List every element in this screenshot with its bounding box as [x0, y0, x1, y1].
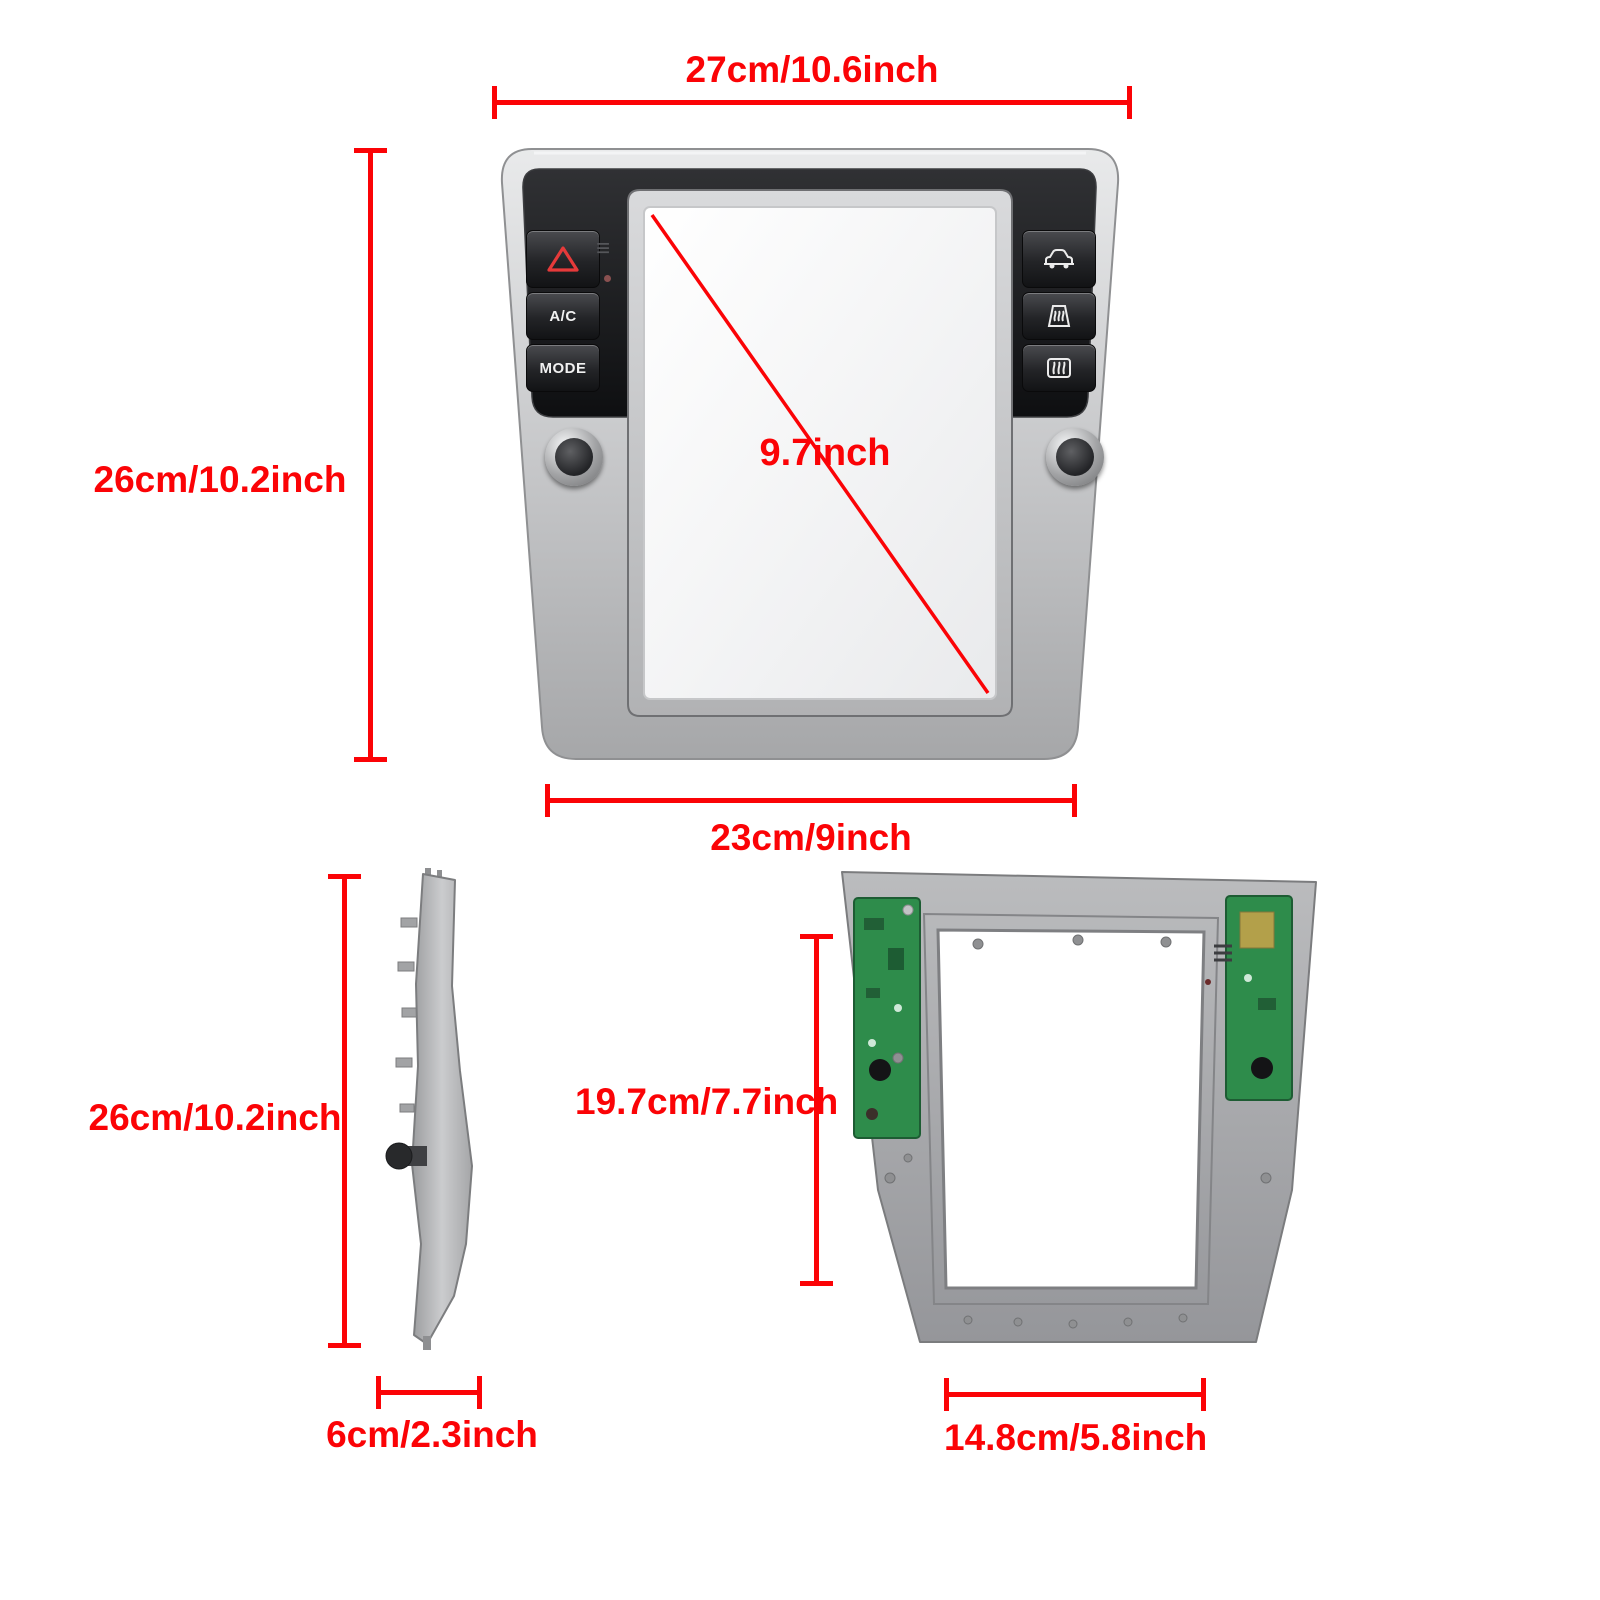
dimension-line-front-top-width: [492, 86, 1132, 119]
menu-lines-mark: [1214, 944, 1232, 962]
left-knob: [545, 428, 603, 486]
dimension-label-side-depth: 6cm/2.3inch: [326, 1414, 538, 1455]
car-icon: [1044, 249, 1074, 269]
dimension-label-back-opening-height: 19.7cm/7.7inch: [575, 1081, 839, 1122]
right-encoder-shaft: [1251, 1057, 1273, 1079]
recirculation-button: [1022, 230, 1096, 288]
dimension-line-front-height: [354, 148, 387, 762]
back-housing-graphic: [841, 871, 1317, 1343]
dimension-line-side-height: [328, 874, 361, 1348]
screw-posts: [884, 934, 1272, 1329]
hazard-warning-icon: [547, 246, 579, 272]
indicator-dot: [604, 275, 611, 282]
front-view: A/C MODE: [490, 145, 1130, 770]
menu-lines-icon: ≡: [596, 235, 611, 262]
knob-side-profile: [385, 1142, 413, 1170]
windshield-defrost-icon: [1047, 305, 1071, 327]
side-body: [411, 873, 473, 1345]
dimension-label-front-bottom-width: 23cm/9inch: [710, 817, 912, 858]
screen-cutout: [936, 928, 1206, 1290]
dimension-label-screen-diagonal: 9.7inch: [759, 432, 891, 474]
front-panel-graphic: [500, 148, 1120, 760]
right-pcb: [1225, 895, 1293, 1101]
dimension-label-front-height: 26cm/10.2inch: [93, 459, 347, 500]
mounting-clips: [395, 917, 419, 1113]
dimension-line-side-depth: [376, 1376, 482, 1409]
hazard-button: [526, 230, 600, 288]
side-profile-graphic: [385, 868, 473, 1350]
rear-defrost-icon: [1047, 358, 1071, 378]
mode-button: MODE: [526, 344, 600, 392]
dimension-line-front-bottom-width: [545, 784, 1077, 817]
dimension-label-side-height: 26cm/10.2inch: [88, 1097, 342, 1138]
back-view: [828, 858, 1328, 1358]
dimension-label-front-top-width: 27cm/10.6inch: [685, 49, 939, 90]
ac-button: A/C: [526, 292, 600, 340]
side-view: [365, 866, 495, 1358]
dimension-line-back-opening-height: [800, 934, 833, 1286]
dimension-line-back-bottom-width: [944, 1378, 1206, 1411]
front-defrost-button: [1022, 292, 1096, 340]
rear-defrost-button: [1022, 344, 1096, 392]
screen-diagonal-line: [650, 213, 990, 695]
dimension-label-back-bottom-width: 14.8cm/5.8inch: [944, 1417, 1208, 1458]
right-knob: [1046, 428, 1104, 486]
left-pcb: [853, 897, 921, 1139]
left-encoder-shaft: [869, 1059, 891, 1081]
